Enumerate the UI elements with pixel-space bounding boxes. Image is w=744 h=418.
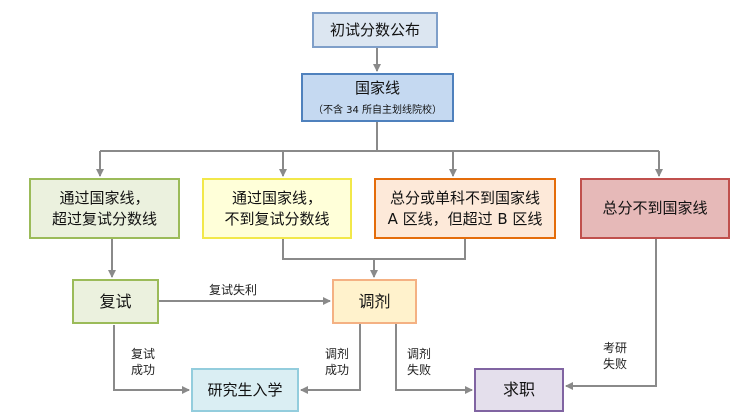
- label-exam-fail-line1: 考研: [602, 341, 627, 355]
- node-pass-national-only: 通过国家线， 不到复试分数线: [202, 178, 352, 239]
- arrow-adjust-to-admission: [300, 324, 361, 394]
- label-adjust-success-line1: 调剂: [324, 347, 349, 361]
- label-retest-success: 复试 成功: [124, 346, 162, 378]
- arrow-adjust-to-job: [395, 324, 473, 394]
- connector-yellow-orange-merge: [282, 239, 466, 260]
- node-job-label: 求职: [502, 380, 535, 400]
- node-zone-b: 总分或单科不到国家线 A 区线，但超过 B 区线: [374, 178, 556, 239]
- node-initial-label: 初试分数公布: [329, 20, 420, 39]
- arrow-retest-to-admission: [113, 325, 190, 394]
- node-adjust-label: 调剂: [358, 291, 391, 311]
- node-pass-national-only-line1: 通过国家线，: [231, 189, 322, 208]
- arrow-fail-to-job: [565, 239, 657, 390]
- node-retest-label: 复试: [99, 291, 132, 311]
- label-exam-fail: 考研 失败: [596, 340, 634, 372]
- node-pass-national-only-line2: 不到复试分数线: [224, 209, 330, 228]
- node-zone-b-line1: 总分或单科不到国家线: [389, 189, 540, 208]
- label-adjust-success: 调剂 成功: [318, 346, 356, 378]
- label-retest-fail: 复试失利: [208, 283, 257, 297]
- node-fail-label: 总分不到国家线: [602, 199, 708, 218]
- label-adjust-fail: 调剂 失败: [400, 346, 438, 378]
- node-pass-both-line1: 通过国家线，: [59, 189, 150, 208]
- node-initial-score-release: 初试分数公布: [312, 12, 438, 48]
- node-pass-both: 通过国家线， 超过复试分数线: [29, 178, 180, 239]
- node-zone-b-line2: A 区线，但超过 B 区线: [387, 209, 543, 228]
- node-admission-label: 研究生入学: [207, 380, 283, 399]
- label-retest-success-line1: 复试: [130, 347, 155, 361]
- label-adjust-fail-line2: 失败: [406, 363, 431, 378]
- node-pass-both-line2: 超过复试分数线: [51, 209, 157, 228]
- label-retest-success-line2: 成功: [130, 363, 155, 378]
- label-adjust-fail-line1: 调剂: [406, 347, 431, 361]
- node-admission: 研究生入学: [191, 368, 299, 412]
- node-fail-national: 总分不到国家线: [580, 178, 730, 239]
- label-adjust-success-line2: 成功: [324, 363, 349, 378]
- node-job: 求职: [474, 368, 564, 412]
- node-national-sub: （不含 34 所自主划线院校）: [312, 104, 443, 116]
- node-retest: 复试: [72, 279, 159, 324]
- node-national-label: 国家线: [354, 78, 400, 97]
- label-exam-fail-line2: 失败: [602, 357, 627, 372]
- node-national-line: 国家线 （不含 34 所自主划线院校）: [301, 73, 454, 122]
- node-adjust: 调剂: [332, 279, 417, 324]
